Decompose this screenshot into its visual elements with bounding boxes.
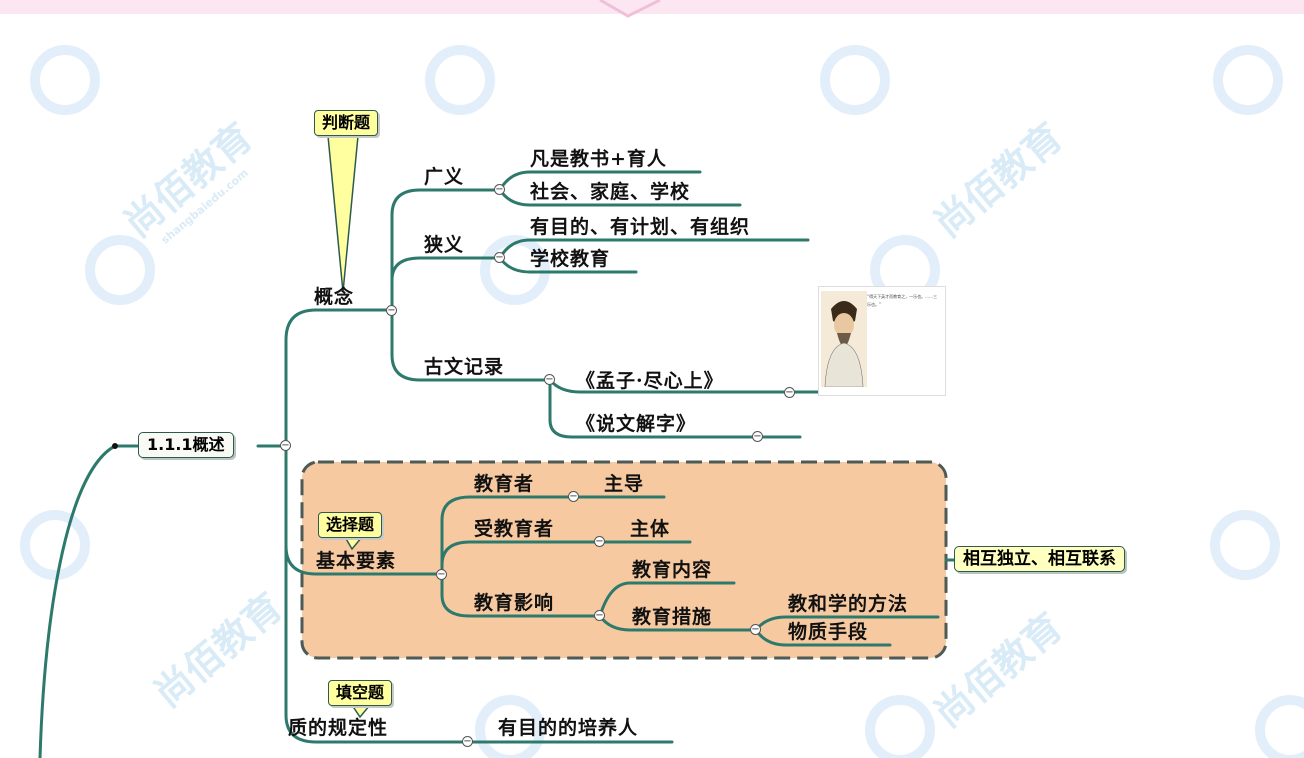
node-nature[interactable]: 质的规定性 (288, 717, 389, 739)
callout-pointer-nature (350, 704, 372, 719)
collapse-ancient[interactable]: − (544, 374, 555, 385)
root-node[interactable]: 1.1.1概述 (138, 432, 234, 458)
node-elements[interactable]: 基本要素 (316, 550, 397, 572)
callout-pointer-concept (327, 135, 359, 293)
collapse-elements[interactable]: − (436, 569, 447, 580)
node-influence[interactable]: 教育影响 (474, 592, 555, 614)
leaf-content[interactable]: 教育内容 (632, 559, 713, 581)
collapse-concept[interactable]: − (386, 305, 397, 316)
callout-concept: 判断题 (314, 110, 379, 136)
collapse-mencius[interactable]: − (784, 387, 795, 398)
leaf-educatee-role[interactable]: 主体 (630, 518, 671, 540)
leaf-narrow-2[interactable]: 学校教育 (530, 248, 611, 270)
root-dot (112, 443, 118, 449)
leaf-mencius[interactable]: 《孟子·尽心上》 (576, 370, 724, 392)
summary-box[interactable]: 相互独立、相互联系 (954, 546, 1125, 572)
node-educatee[interactable]: 受教育者 (474, 518, 555, 540)
collapse-shuowen[interactable]: − (752, 431, 763, 442)
callout-elements: 选择题 (318, 512, 383, 538)
node-narrow[interactable]: 狭义 (424, 234, 465, 256)
collapse-educatee[interactable]: − (594, 536, 605, 547)
top-decoration (599, 0, 661, 18)
node-broad[interactable]: 广义 (424, 166, 465, 188)
node-ancient[interactable]: 古文记录 (424, 356, 505, 378)
portrait-figure-icon (821, 291, 867, 387)
collapse-root[interactable]: − (280, 440, 291, 451)
leaf-nature[interactable]: 有目的的培养人 (498, 717, 639, 739)
node-measures[interactable]: 教育措施 (632, 606, 713, 628)
leaf-broad-2[interactable]: 社会、家庭、学校 (530, 181, 691, 203)
leaf-educator-role[interactable]: 主导 (604, 473, 645, 495)
collapse-influence[interactable]: − (594, 610, 605, 621)
mencius-portrait-image: “得天下英才而教育之，一乐也。……三乐也。” (818, 286, 946, 396)
leaf-materials[interactable]: 物质手段 (788, 621, 869, 643)
leaf-shuowen[interactable]: 《说文解字》 (576, 413, 697, 435)
leaf-broad-1[interactable]: 凡是教书+育人 (530, 148, 667, 170)
collapse-narrow[interactable]: − (494, 252, 505, 263)
node-educator[interactable]: 教育者 (474, 473, 535, 495)
node-concept[interactable]: 概念 (314, 286, 355, 308)
leaf-narrow-1[interactable]: 有目的、有计划、有组织 (530, 216, 751, 238)
callout-nature: 填空题 (328, 680, 393, 706)
collapse-measures[interactable]: − (750, 624, 761, 635)
collapse-educator[interactable]: − (568, 491, 579, 502)
leaf-methods[interactable]: 教和学的方法 (788, 593, 909, 615)
portrait-quote: “得天下英才而教育之，一乐也。……三乐也。” (867, 294, 938, 307)
collapse-broad[interactable]: − (494, 184, 505, 195)
top-band (0, 0, 1304, 14)
collapse-nature[interactable]: − (462, 736, 473, 747)
